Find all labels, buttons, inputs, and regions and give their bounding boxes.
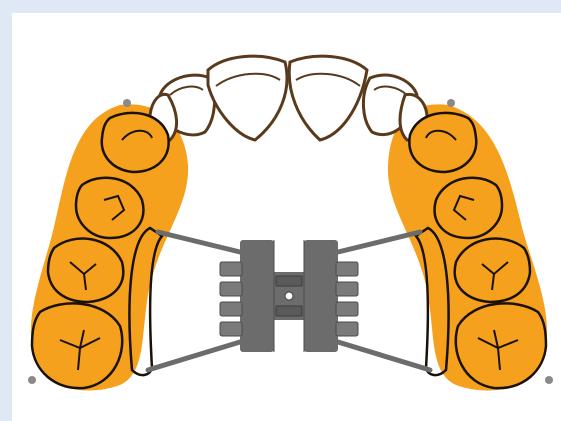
diagram-canvas — [12, 13, 561, 421]
tooth-right-molar-1 — [455, 239, 530, 302]
anchor-dot-top-right — [447, 99, 455, 107]
anchor-dot-bottom-right — [545, 376, 553, 384]
arm-upper-left — [158, 232, 240, 252]
screw-threads-left — [220, 262, 242, 336]
tooth-anterior-3 — [289, 56, 367, 140]
tooth-left-molar-1 — [48, 239, 123, 302]
tooth-left-molar-2 — [32, 303, 122, 388]
anterior-teeth — [150, 56, 427, 140]
anchor-dot-top-left — [123, 99, 131, 107]
anchor-dot-bottom-left — [28, 376, 36, 384]
screw-threads-right — [336, 262, 358, 336]
tooth-right-premolar-1 — [409, 113, 476, 172]
tooth-left-premolar-1 — [102, 113, 169, 172]
expansion-screw — [220, 240, 358, 352]
palatal-expander-diagram — [12, 13, 561, 421]
screw-keyhole — [285, 292, 293, 300]
tooth-right-molar-2 — [456, 303, 546, 388]
screw-body-right — [304, 240, 338, 352]
tooth-right-premolar-2 — [435, 178, 502, 238]
arm-upper-right — [338, 232, 420, 252]
screw-body-left — [240, 240, 274, 352]
arm-lower-left — [148, 342, 240, 370]
tooth-anterior-2 — [208, 56, 287, 140]
arm-lower-right — [338, 342, 430, 370]
tooth-left-premolar-2 — [76, 178, 143, 238]
